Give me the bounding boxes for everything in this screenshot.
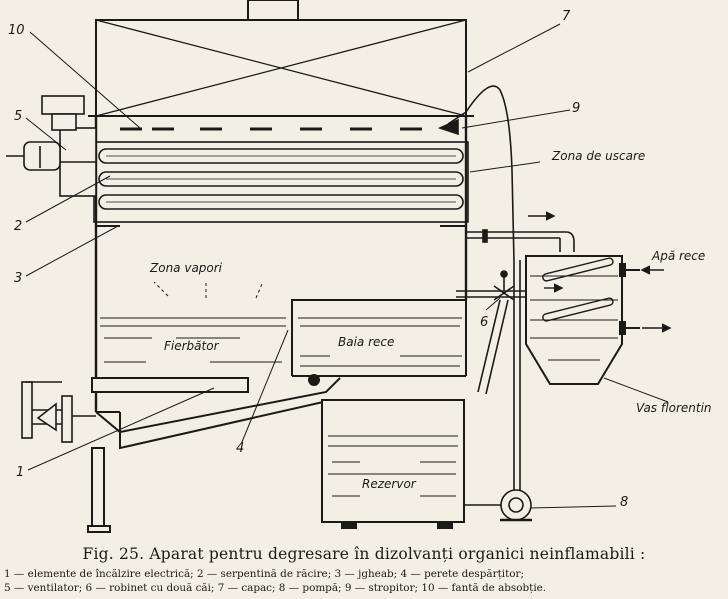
callout-4: 4: [236, 441, 244, 456]
cold-bath: [291, 299, 467, 386]
callout-10: 10: [8, 23, 25, 38]
callout-8: 8: [620, 495, 628, 510]
callout-1: 1: [16, 465, 24, 480]
callout-9: 9: [572, 101, 580, 116]
label-fierbator: Fierbător: [164, 339, 220, 353]
sprayer: [437, 85, 515, 263]
degreasing-apparatus-diagram: Zona de uscare Zona vapori Fierbător Bai…: [6, 0, 712, 533]
boiler-bottom: [95, 377, 341, 450]
pump: [464, 260, 532, 522]
callout-7: 7: [562, 9, 571, 24]
outlet-pipe: [466, 229, 575, 252]
drain-valve: [21, 381, 96, 443]
callout-5: 5: [14, 109, 22, 124]
label-baia-rece: Baia rece: [338, 335, 394, 349]
figure-caption-title: Fig. 25. Aparat pentru degresare în dizo…: [82, 545, 646, 563]
lid: [95, 19, 467, 117]
label-vas-florentin: Vas florentin: [636, 401, 712, 415]
flow-arrows: [528, 211, 672, 333]
reservoir: [321, 399, 465, 529]
legs: [87, 447, 111, 533]
callout-6: 6: [480, 315, 488, 330]
lid-chimney: [247, 0, 299, 21]
vapor-arrows: [153, 281, 263, 299]
fan: [6, 95, 97, 197]
figure-legend-line-1: 1 — elemente de încălzire electrică; 2 —…: [4, 568, 524, 580]
florentine-vessel: [525, 255, 640, 385]
heating-element: [91, 377, 249, 393]
cooling-coil: [93, 141, 469, 223]
callout-3: 3: [14, 271, 22, 286]
label-apa-rece: Apă rece: [651, 249, 705, 263]
leader-lines: [25, 23, 669, 509]
label-zona-uscare: Zona de uscare: [551, 149, 645, 163]
boiler-liquid: [100, 317, 286, 363]
figure-legend-line-2: 5 — ventilator; 6 — robinet cu două căi;…: [4, 582, 547, 594]
callout-2: 2: [14, 219, 22, 234]
label-zona-vapori: Zona vapori: [149, 261, 223, 275]
label-rezervor: Rezervor: [362, 477, 417, 491]
